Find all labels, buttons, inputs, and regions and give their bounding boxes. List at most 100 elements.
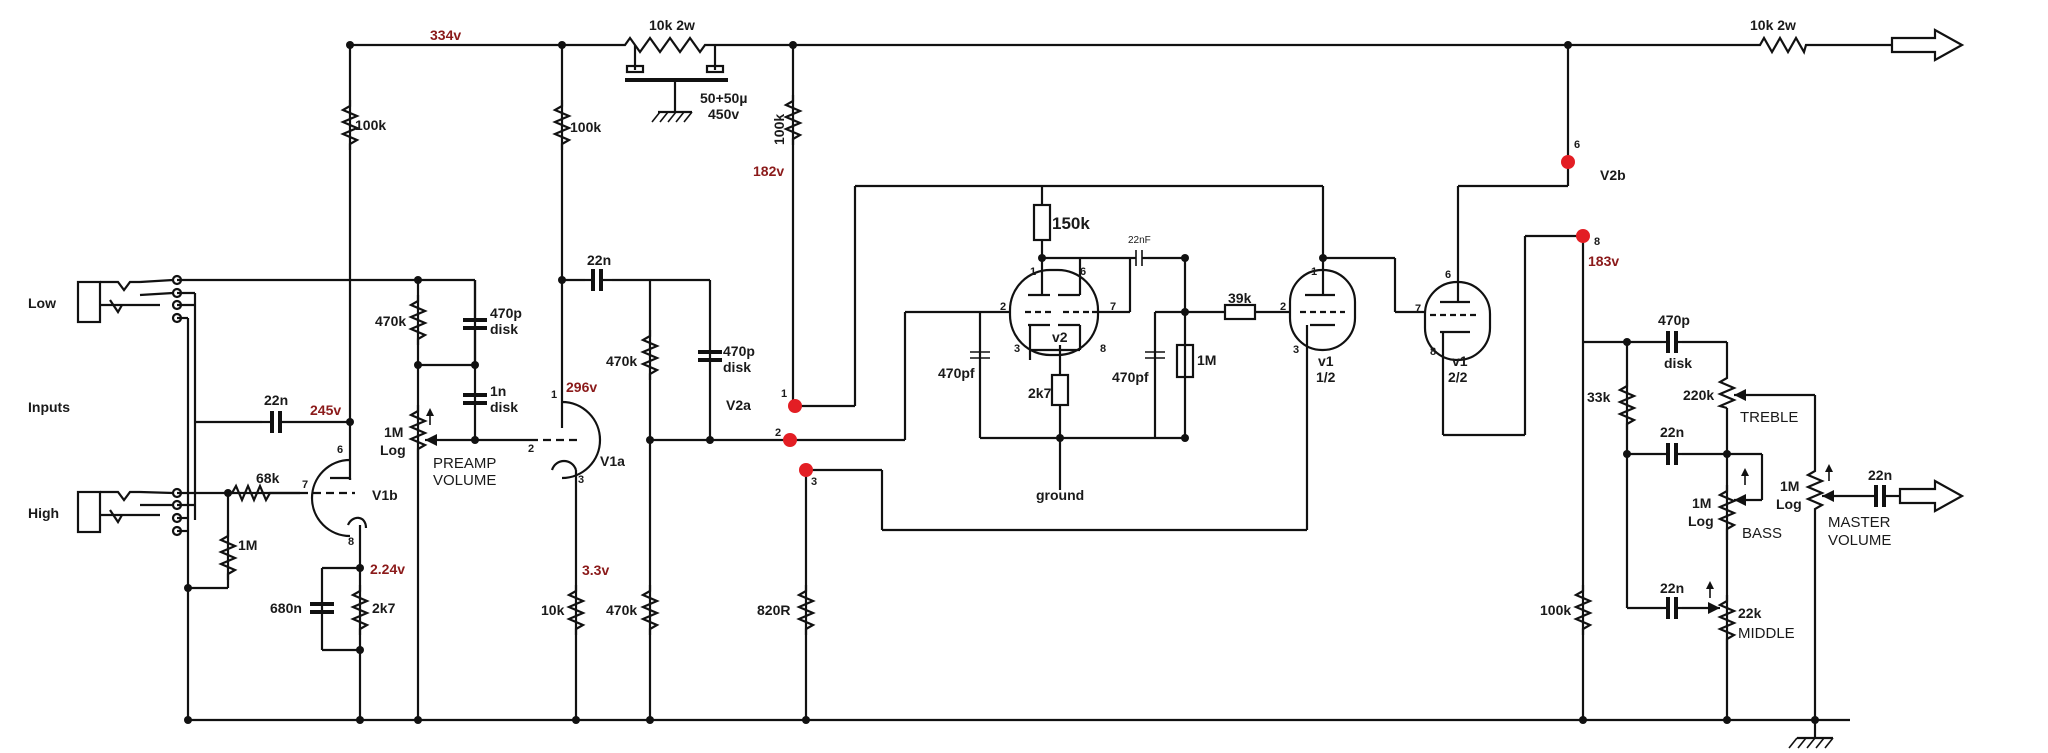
label-inputs: Inputs bbox=[28, 399, 70, 415]
label-treble: TREBLE bbox=[1740, 409, 1798, 426]
label-470k-c: 470k bbox=[606, 602, 637, 618]
resistors bbox=[218, 35, 1810, 635]
voltage-182: 182v bbox=[753, 163, 784, 179]
connection-points bbox=[783, 155, 1590, 477]
svg-text:8: 8 bbox=[1430, 346, 1436, 358]
svg-text:2: 2 bbox=[775, 427, 781, 439]
label-filter-1: 50+50µ bbox=[700, 90, 747, 106]
label-22n-e: 22n bbox=[1868, 467, 1892, 483]
label-150k: 150k bbox=[1052, 214, 1090, 233]
cap-470p-2 bbox=[698, 350, 722, 362]
input-jack-high[interactable] bbox=[76, 487, 183, 537]
input-jack-low[interactable] bbox=[76, 274, 183, 324]
label-470p-2a: 470p bbox=[723, 343, 755, 359]
cap-22n-b bbox=[585, 269, 612, 291]
filter-capacitor bbox=[625, 45, 728, 123]
junction-dots bbox=[184, 41, 1819, 724]
cap-22n-e bbox=[1870, 485, 1890, 507]
label-bass-1m: 1M bbox=[1692, 495, 1711, 511]
capacitors bbox=[262, 45, 1890, 619]
label-v2: v2 bbox=[1052, 329, 1068, 345]
label-470pf-b: 470pf bbox=[1112, 369, 1149, 385]
label-v1b: V1b bbox=[372, 487, 398, 503]
label-bass: BASS bbox=[1742, 525, 1782, 542]
label-470p-3b: disk bbox=[1664, 355, 1692, 371]
svg-text:7: 7 bbox=[1415, 303, 1421, 315]
svg-text:1: 1 bbox=[551, 389, 557, 401]
label-master-1: MASTER bbox=[1828, 514, 1891, 531]
label-68k: 68k bbox=[256, 470, 280, 486]
label-preamp-2: VOLUME bbox=[433, 472, 496, 489]
cap-470pf-a bbox=[970, 351, 990, 359]
label-preamp-1: PREAMP bbox=[433, 455, 496, 472]
svg-text:6: 6 bbox=[1445, 269, 1451, 281]
svg-text:8: 8 bbox=[1594, 236, 1600, 248]
label-middle: MIDDLE bbox=[1738, 625, 1795, 642]
tubes bbox=[300, 258, 1492, 538]
cap-22n-c bbox=[1662, 443, 1682, 465]
label-100k-c: 100k bbox=[771, 114, 787, 145]
label-master-2: VOLUME bbox=[1828, 532, 1891, 549]
svg-text:2: 2 bbox=[1280, 301, 1286, 313]
tube-v2 bbox=[1008, 258, 1132, 357]
label-r-top2: 10k 2w bbox=[1750, 17, 1796, 33]
voltage-183: 183v bbox=[1588, 253, 1619, 269]
label-master-log: Log bbox=[1776, 496, 1802, 512]
label-470p-1b: disk bbox=[490, 321, 518, 337]
label-100k-d: 100k bbox=[1540, 602, 1571, 618]
label-1n-b: disk bbox=[490, 399, 518, 415]
label-22n-a: 22n bbox=[264, 392, 288, 408]
label-v2b: V2b bbox=[1600, 167, 1626, 183]
label-100k-b: 100k bbox=[570, 119, 601, 135]
label-v1-half2-b: 2/2 bbox=[1448, 369, 1468, 385]
label-high: High bbox=[28, 505, 59, 521]
label-22n-b: 22n bbox=[587, 252, 611, 268]
output-arrow-top bbox=[1890, 28, 1965, 62]
label-low: Low bbox=[28, 295, 56, 311]
cap-1n bbox=[463, 393, 487, 405]
label-10k: 10k bbox=[541, 602, 565, 618]
label-470k-b: 470k bbox=[606, 353, 637, 369]
label-v1-half1-b: 1/2 bbox=[1316, 369, 1336, 385]
svg-text:3: 3 bbox=[811, 476, 817, 488]
svg-text:7: 7 bbox=[1110, 301, 1116, 313]
tube-v1a bbox=[530, 400, 602, 480]
label-1m-a: 1M bbox=[238, 537, 257, 553]
svg-text:6: 6 bbox=[1080, 266, 1086, 278]
label-470p-3a: 470p bbox=[1658, 312, 1690, 328]
label-2k7-b: 2k7 bbox=[1028, 385, 1052, 401]
potentiometers bbox=[408, 372, 1834, 650]
svg-text:3: 3 bbox=[1014, 343, 1020, 355]
label-r-top1: 10k 2w bbox=[649, 17, 695, 33]
label-470p-1a: 470p bbox=[490, 305, 522, 321]
voltage-224: 2.24v bbox=[370, 561, 405, 577]
svg-text:6: 6 bbox=[1574, 139, 1580, 151]
label-820r: 820R bbox=[757, 602, 790, 618]
svg-text:8: 8 bbox=[1100, 343, 1106, 355]
cap-22n-a bbox=[262, 411, 298, 433]
label-220k: 220k bbox=[1683, 387, 1714, 403]
ground-icon bbox=[1788, 720, 1834, 749]
tube-v1-half1 bbox=[1288, 268, 1357, 352]
cap-470p-3 bbox=[1662, 331, 1682, 353]
label-pot-log: Log bbox=[380, 442, 406, 458]
tube-v1-half2 bbox=[1423, 280, 1492, 362]
cap-22n-d bbox=[1662, 597, 1682, 619]
label-v1a: V1a bbox=[600, 453, 625, 469]
label-22nf: 22nF bbox=[1128, 235, 1151, 246]
tube-v1b bbox=[300, 458, 368, 538]
label-33k: 33k bbox=[1587, 389, 1611, 405]
label-470p-2b: disk bbox=[723, 359, 751, 375]
label-pot-1m: 1M bbox=[384, 424, 403, 440]
svg-text:2: 2 bbox=[528, 443, 534, 455]
pin-numbers: 6 7 8 1 2 3 1 2 3 1 6 2 7 3 8 1 2 3 6 7 … bbox=[302, 139, 1600, 548]
svg-text:2: 2 bbox=[1000, 301, 1006, 313]
label-39k: 39k bbox=[1228, 290, 1252, 306]
cap-470pf-b bbox=[1145, 351, 1165, 359]
label-master-1m: 1M bbox=[1780, 478, 1799, 494]
voltage-245: 245v bbox=[310, 402, 341, 418]
labels: Low Inputs High 334v 245v 296v 182v 183v… bbox=[28, 17, 1892, 642]
voltage-33: 3.3v bbox=[582, 562, 609, 578]
svg-text:6: 6 bbox=[337, 444, 343, 456]
